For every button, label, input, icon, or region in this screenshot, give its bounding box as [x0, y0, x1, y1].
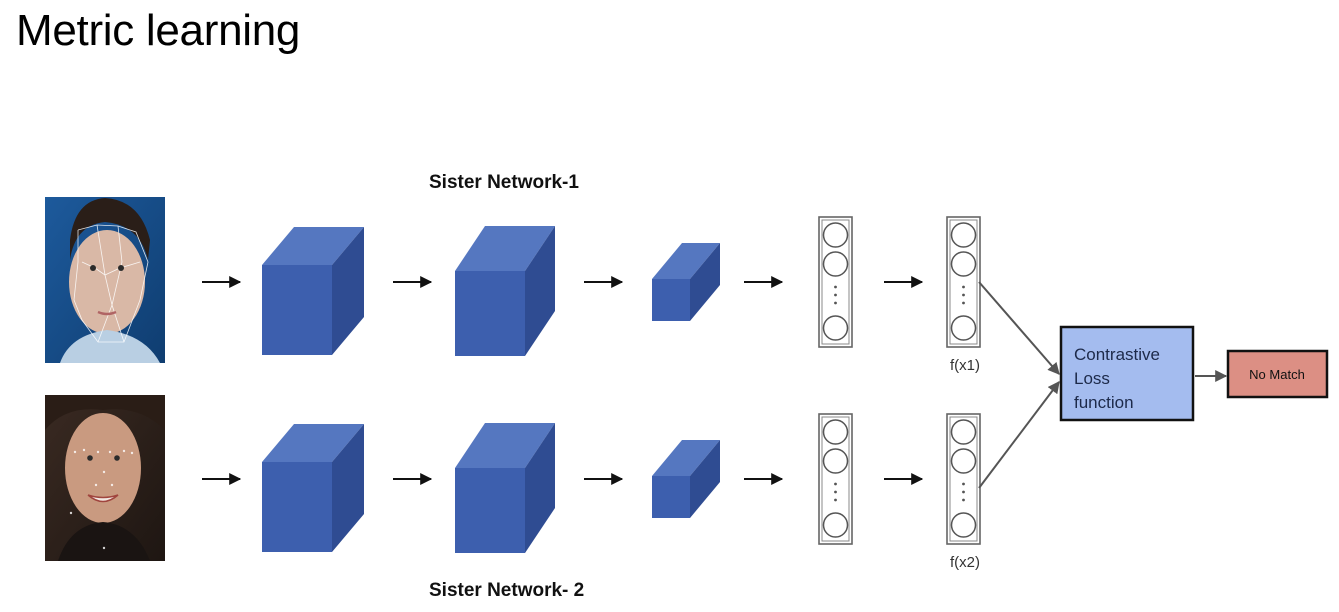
conv-block-3-top-top-face — [652, 243, 720, 279]
fc-vector-top — [818, 216, 853, 348]
ellipsis-dot — [834, 498, 837, 502]
conv-block-1-bottom-front-face — [262, 462, 332, 552]
conv-block-3-bottom-side-face — [690, 440, 720, 518]
neuron-node — [950, 448, 977, 474]
neuron-node — [950, 419, 977, 445]
neuron-node — [822, 512, 849, 538]
conv-block-2-top-front-face — [455, 271, 525, 356]
vector-inner-frame — [949, 219, 978, 345]
ellipsis-dot — [962, 285, 965, 289]
loss-label-line3: function — [1074, 393, 1134, 412]
neuron-node — [822, 222, 849, 248]
conv-block-1-bottom-side-face — [332, 424, 364, 552]
contrastive-loss-box: Contrastive Loss function — [1059, 325, 1195, 422]
conv-block-3-bottom-top-face — [652, 440, 720, 476]
conv-block-2-top-side-face — [525, 226, 555, 356]
loss-label-line1: Contrastive — [1074, 345, 1160, 364]
neuron-node — [950, 315, 977, 341]
conv-block-2-bottom — [455, 423, 555, 553]
conv-block-2-bottom-front-face — [455, 468, 525, 553]
conv-block-3-bottom-front-face — [652, 476, 690, 518]
embedding-vector-top — [946, 216, 981, 348]
sister-network-1-label: Sister Network-1 — [429, 172, 579, 193]
sister-network-2-label: Sister Network- 2 — [429, 580, 585, 601]
conv-block-1-top-side-face — [332, 227, 364, 355]
neuron-node — [822, 448, 849, 474]
ellipsis-dot — [834, 285, 837, 289]
neuron-node — [950, 512, 977, 538]
vector-inner-frame — [821, 416, 850, 542]
ellipsis-dot — [962, 293, 965, 297]
ellipsis-dot — [962, 498, 965, 502]
ellipsis-dot — [962, 490, 965, 494]
loss-label-line2: Loss — [1074, 369, 1110, 388]
conv-block-1-top-top-face — [262, 227, 364, 265]
fc-vector-bottom — [818, 413, 853, 545]
arrow-f1-to-loss — [978, 281, 1060, 375]
arrow-f2-to-loss — [978, 381, 1060, 489]
input-face-photo-bottom — [45, 395, 165, 561]
ellipsis-dot — [962, 301, 965, 305]
ellipsis-dot — [834, 301, 837, 305]
conv-block-3-bottom — [652, 440, 720, 518]
feature-label-f-x1: f(x1) — [950, 357, 980, 374]
conv-block-1-bottom-top-face — [262, 424, 364, 462]
ellipsis-dot — [834, 490, 837, 494]
neuron-node — [950, 222, 977, 248]
conv-block-2-top — [455, 226, 555, 356]
conv-block-3-top — [652, 243, 720, 321]
conv-block-1-top-front-face — [262, 265, 332, 355]
input-face-photo-top — [45, 197, 165, 363]
feature-label-f-x2: f(x2) — [950, 554, 980, 571]
embedding-vector-bottom — [946, 413, 981, 545]
ellipsis-dot — [834, 482, 837, 486]
conv-block-1-top — [262, 227, 364, 355]
conv-block-3-top-front-face — [652, 279, 690, 321]
neuron-node — [950, 251, 977, 277]
conv-block-2-top-top-face — [455, 226, 555, 271]
conv-block-2-bottom-top-face — [455, 423, 555, 468]
ellipsis-dot — [834, 293, 837, 297]
conv-block-2-bottom-side-face — [525, 423, 555, 553]
ellipsis-dot — [962, 482, 965, 486]
result-box: No Match — [1226, 349, 1329, 399]
conv-block-1-bottom — [262, 424, 364, 552]
vector-inner-frame — [949, 416, 978, 542]
vector-inner-frame — [821, 219, 850, 345]
neuron-node — [822, 251, 849, 277]
conv-block-3-top-side-face — [690, 243, 720, 321]
result-label: No Match — [1249, 367, 1305, 382]
slide-title: Metric learning — [16, 6, 301, 55]
neuron-node — [822, 419, 849, 445]
neuron-node — [822, 315, 849, 341]
